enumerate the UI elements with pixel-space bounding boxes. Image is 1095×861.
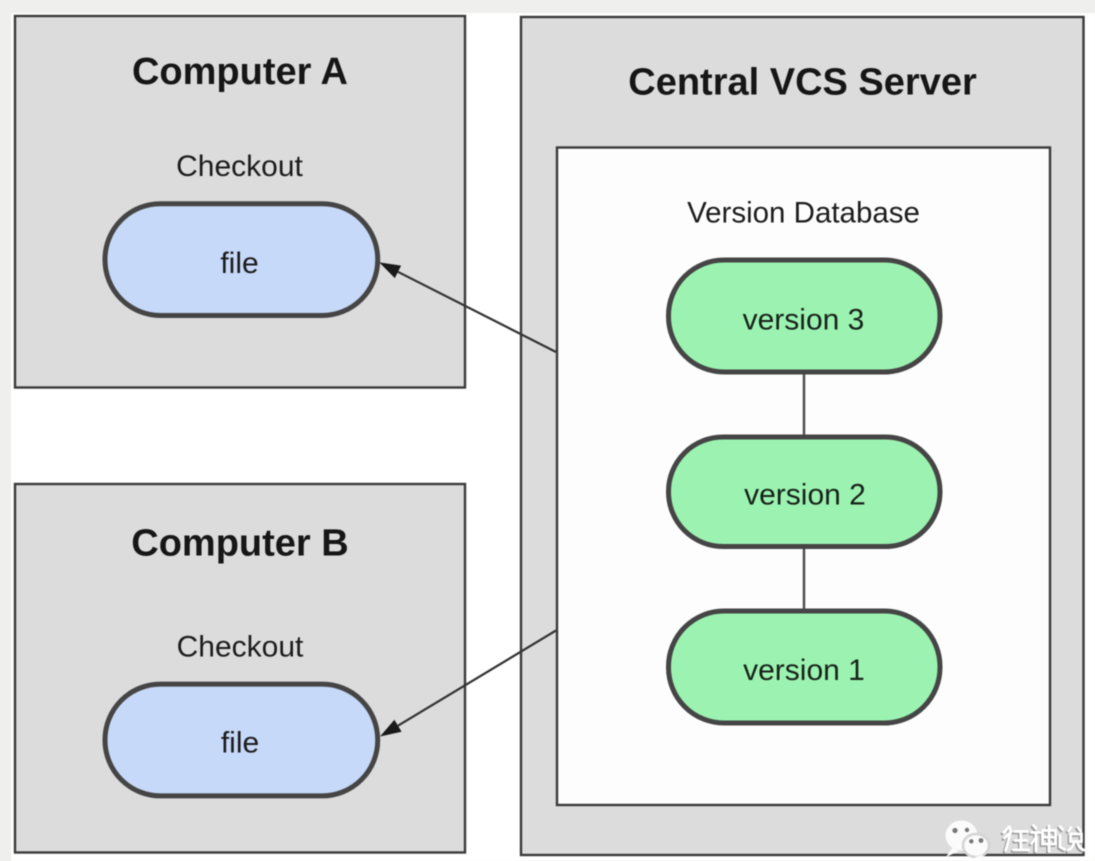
svg-text:Checkout: Checkout [176, 150, 303, 183]
svg-text:Checkout: Checkout [177, 630, 304, 663]
svg-text:Computer B: Computer B [131, 523, 348, 565]
svg-text:file: file [221, 727, 259, 760]
svg-text:version 3: version 3 [743, 303, 865, 336]
svg-text:Version Database: Version Database [687, 197, 920, 230]
svg-text:version 1: version 1 [743, 654, 865, 687]
svg-text:Computer A: Computer A [132, 51, 348, 93]
svg-text:file: file [220, 247, 258, 280]
svg-text:Central VCS Server: Central VCS Server [628, 62, 977, 104]
svg-text:version 2: version 2 [744, 479, 866, 512]
